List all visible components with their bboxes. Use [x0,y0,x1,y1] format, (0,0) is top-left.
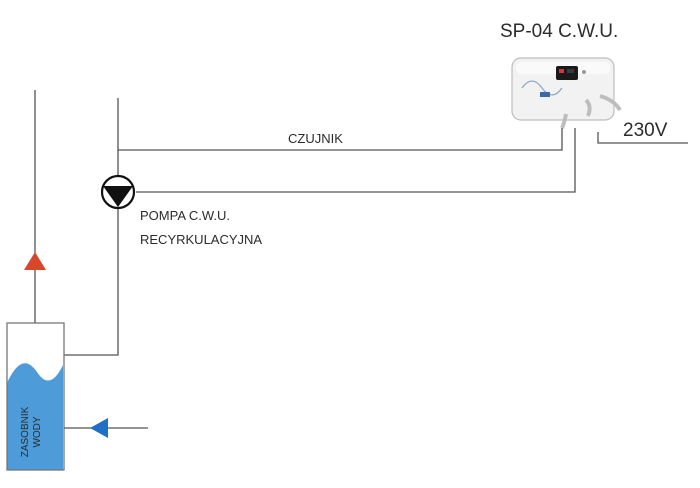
tank-label-line2: WODY [32,416,43,447]
water-tank [6,322,65,471]
voltage-label: 230V [623,120,668,141]
pump-label-line1: POMPA C.W.U. [140,208,230,223]
recirculation-pipe [64,150,119,356]
hot-water-arrow-icon [24,252,46,270]
sensor-line [117,98,563,151]
controller-title: SP-04 C.W.U. [500,21,618,42]
controller-device [511,57,622,129]
pump-label-line2: RECYRKULACYJNA [140,232,262,247]
tank-label-line1: ZASOBNIK [20,406,31,457]
sensor-label: CZUJNIK [288,131,343,146]
cold-water-arrow-icon [90,418,108,438]
pump-control-line [136,128,576,193]
recirculation-pump [100,174,136,210]
power-line [597,132,688,144]
